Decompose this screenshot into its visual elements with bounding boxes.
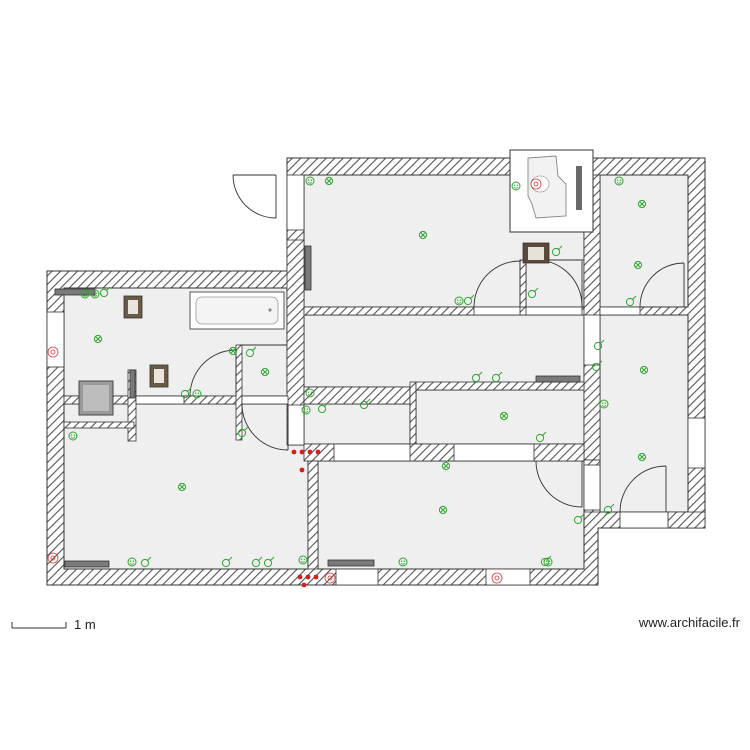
room-right-top [599, 174, 689, 308]
window-icon [46, 311, 65, 368]
door-swing-icon [473, 260, 521, 308]
scale-bar [11, 622, 67, 629]
door-swings [189, 174, 685, 513]
room-bedroom-bottom [317, 460, 585, 570]
window-icon [687, 417, 706, 469]
radiator-icon [535, 375, 581, 383]
toilet-icon [509, 149, 594, 233]
scale-label: 1 m [74, 617, 96, 632]
shower-tray-icon [78, 380, 114, 416]
vanity-icon [149, 364, 169, 388]
door-swing-icon [535, 460, 583, 508]
window-icon [335, 568, 379, 586]
door-swing-icon [232, 174, 277, 219]
room-small-left [303, 403, 411, 445]
room-middle [415, 389, 585, 445]
radiator-icon [64, 560, 110, 568]
door-swing-icon [619, 465, 667, 513]
door-swing-icon [241, 403, 289, 451]
window-icon [286, 174, 305, 231]
vanity-icon [123, 295, 143, 319]
radiator-icon [54, 288, 96, 296]
door-swing-icon [639, 262, 685, 308]
room-corridor [303, 314, 585, 388]
credit-text: www.archifacile.fr [638, 615, 740, 630]
sink-icon [522, 242, 550, 264]
room-right-bottom [599, 314, 689, 513]
radiator-icon [304, 245, 312, 291]
room-wc [525, 259, 585, 308]
red-markers [291, 449, 321, 588]
radiators [54, 245, 581, 568]
radiator-icon [327, 559, 375, 567]
door-swing-icon [189, 349, 237, 397]
bathtub-icon [189, 291, 285, 330]
window-icon [485, 568, 531, 586]
radiator-icon [129, 369, 136, 399]
